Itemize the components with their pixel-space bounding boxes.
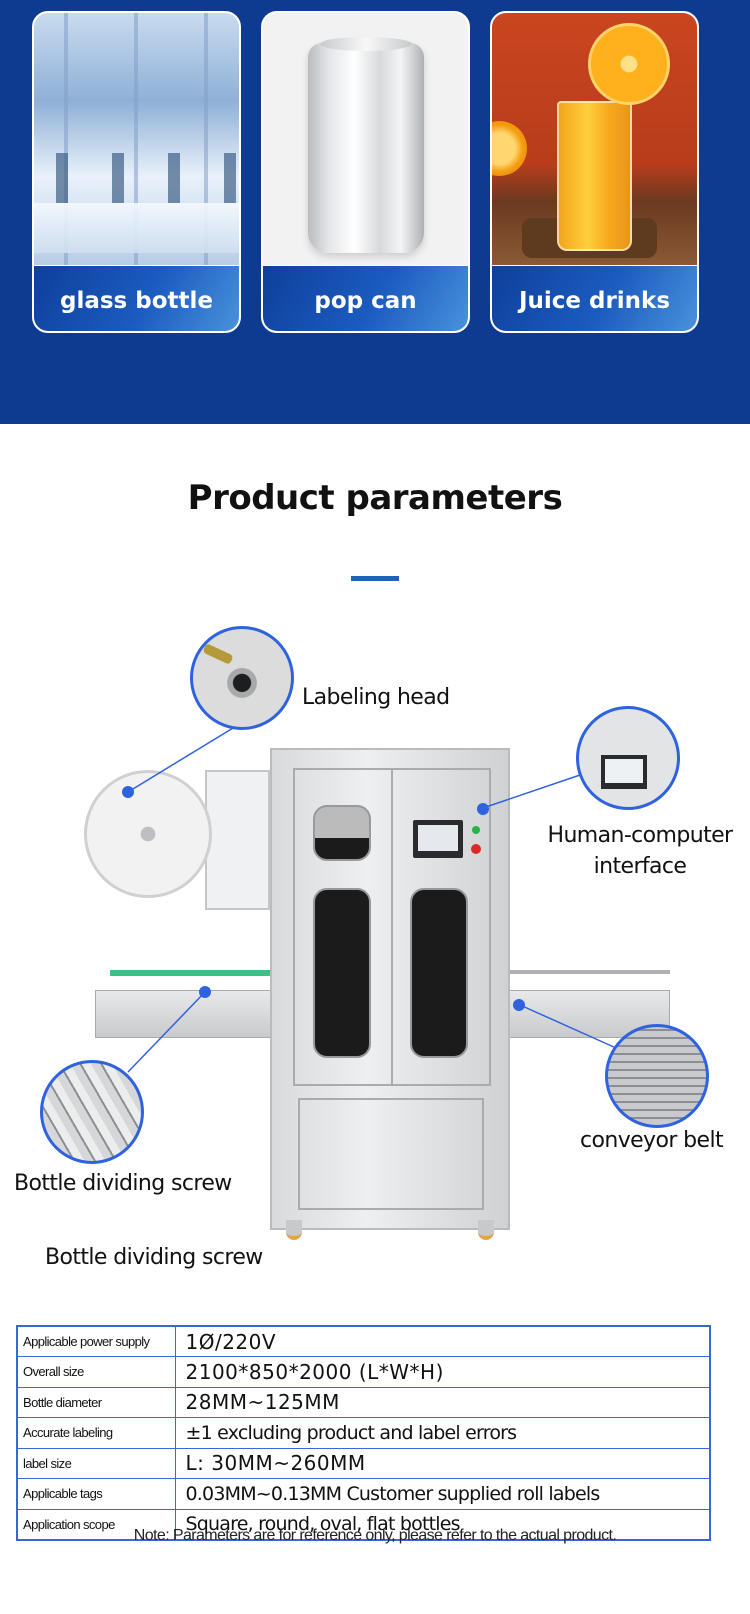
- callout-lines: [127, 724, 626, 1073]
- dividing-screw-closeup: [40, 1060, 144, 1164]
- spec-key: Application scope: [16, 1508, 176, 1540]
- application-card-juice-drinks: Juice drinks: [490, 11, 699, 333]
- application-label: glass bottle: [34, 266, 239, 331]
- callout-bottle-dividing-screw: Bottle dividing screw: [14, 1171, 232, 1196]
- spec-value: L: 30MM~260MM: [174, 1447, 711, 1479]
- emergency-stop-icon: [471, 844, 481, 854]
- start-button-icon: [472, 826, 480, 834]
- table-row: Application scope Square, round, oval, f…: [16, 1508, 711, 1540]
- spec-key: Applicable tags: [16, 1478, 176, 1510]
- spec-key: Applicable power supply: [16, 1325, 176, 1357]
- table-row: Applicable tags 0.03MM~0.13MM Customer s…: [16, 1478, 711, 1510]
- callout-dot-icon: [199, 986, 211, 998]
- spec-value: ±1 excluding product and label errors: [174, 1417, 711, 1449]
- labeling-head-closeup: [190, 626, 294, 730]
- table-row: Accurate labeling ±1 excluding product a…: [16, 1417, 711, 1449]
- table-row: Bottle diameter 28MM~125MM: [16, 1386, 711, 1418]
- spec-value: 0.03MM~0.13MM Customer supplied roll lab…: [174, 1478, 711, 1510]
- applications-band: glass bottle pop can Juice drinks: [0, 0, 750, 424]
- callout-conveyor-belt: conveyor belt: [580, 1128, 724, 1153]
- juice-drinks-image: [492, 13, 697, 265]
- spec-value: 1Ø/220V: [174, 1325, 711, 1357]
- spec-value: 28MM~125MM: [174, 1386, 711, 1418]
- title-underline: [351, 576, 399, 581]
- table-row: label size L: 30MM~260MM: [16, 1447, 711, 1479]
- section-title: Product parameters: [187, 478, 563, 518]
- spec-value: Square, round, oval, flat bottles: [174, 1508, 711, 1540]
- spec-key: Overall size: [16, 1356, 176, 1388]
- machine-cabinet: [270, 748, 510, 1230]
- conveyor-belt-closeup: [605, 1024, 709, 1128]
- touchscreen-panel: [413, 820, 463, 858]
- glass-bottle-image: [34, 13, 239, 265]
- hmi-closeup: [576, 706, 680, 810]
- spec-table: Applicable power supply 1Ø/220V Overall …: [16, 1325, 711, 1541]
- application-card-glass-bottle: glass bottle: [32, 11, 241, 333]
- spec-heading: Bottle dividing screw: [45, 1245, 263, 1270]
- spec-value: 2100*850*2000 (L*W*H): [174, 1356, 711, 1388]
- callout-dot-icon: [122, 786, 134, 798]
- machine-diagram: Labeling head Human-computer interface c…: [0, 620, 750, 1260]
- callout-dot-icon: [513, 999, 525, 1011]
- spec-key: Accurate labeling: [16, 1417, 176, 1449]
- pop-can-image: [263, 13, 468, 265]
- application-label: Juice drinks: [492, 266, 697, 331]
- spec-key: label size: [16, 1447, 176, 1479]
- disclaimer-note: Note: Parameters are for reference only,…: [133, 1527, 617, 1544]
- application-card-pop-can: pop can: [261, 11, 470, 333]
- table-row: Applicable power supply 1Ø/220V: [16, 1325, 711, 1357]
- application-label: pop can: [263, 266, 468, 331]
- table-row: Overall size 2100*850*2000 (L*W*H): [16, 1356, 711, 1388]
- callout-dot-icon: [477, 803, 489, 815]
- callout-hmi: Human-computer interface: [547, 823, 734, 879]
- label-reel: [84, 770, 212, 898]
- spec-key: Bottle diameter: [16, 1386, 176, 1418]
- callout-labeling-head: Labeling head: [302, 685, 450, 710]
